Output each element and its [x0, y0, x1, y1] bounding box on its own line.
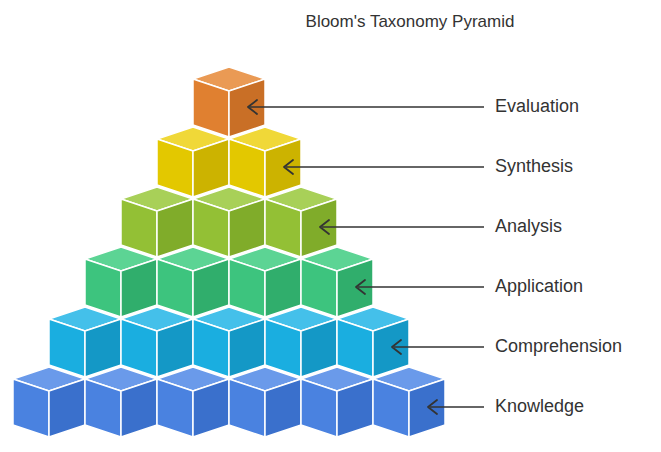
cube-left	[301, 379, 337, 437]
arrow-head	[248, 100, 257, 114]
arrow-head	[284, 160, 293, 174]
diagram-title: Bloom's Taxonomy Pyramid	[306, 12, 515, 32]
cube-left	[13, 379, 49, 437]
leader-line	[250, 106, 484, 108]
arrow-head	[356, 280, 365, 294]
level-label: Analysis	[495, 216, 562, 238]
cube-left	[229, 379, 265, 437]
level-label: Synthesis	[495, 156, 573, 178]
cube-right	[337, 379, 373, 437]
leader-line	[358, 286, 484, 288]
cube-right	[409, 379, 445, 437]
cube-left	[85, 379, 121, 437]
cube-right	[265, 379, 301, 437]
cube-right	[49, 379, 85, 437]
leader-line	[394, 346, 484, 348]
leader-line	[286, 166, 484, 168]
leader-line	[430, 406, 484, 408]
arrow-head	[320, 220, 329, 234]
cube-right	[193, 379, 229, 437]
arrow-head	[392, 340, 401, 354]
arrow-head	[428, 400, 437, 414]
level-label: Knowledge	[495, 396, 584, 418]
level-label: Evaluation	[495, 96, 579, 118]
leader-line	[322, 226, 484, 228]
level-label: Application	[495, 276, 583, 298]
cube-left	[373, 379, 409, 437]
cube-left	[157, 379, 193, 437]
level-label: Comprehension	[495, 336, 622, 358]
cube-right	[121, 379, 157, 437]
